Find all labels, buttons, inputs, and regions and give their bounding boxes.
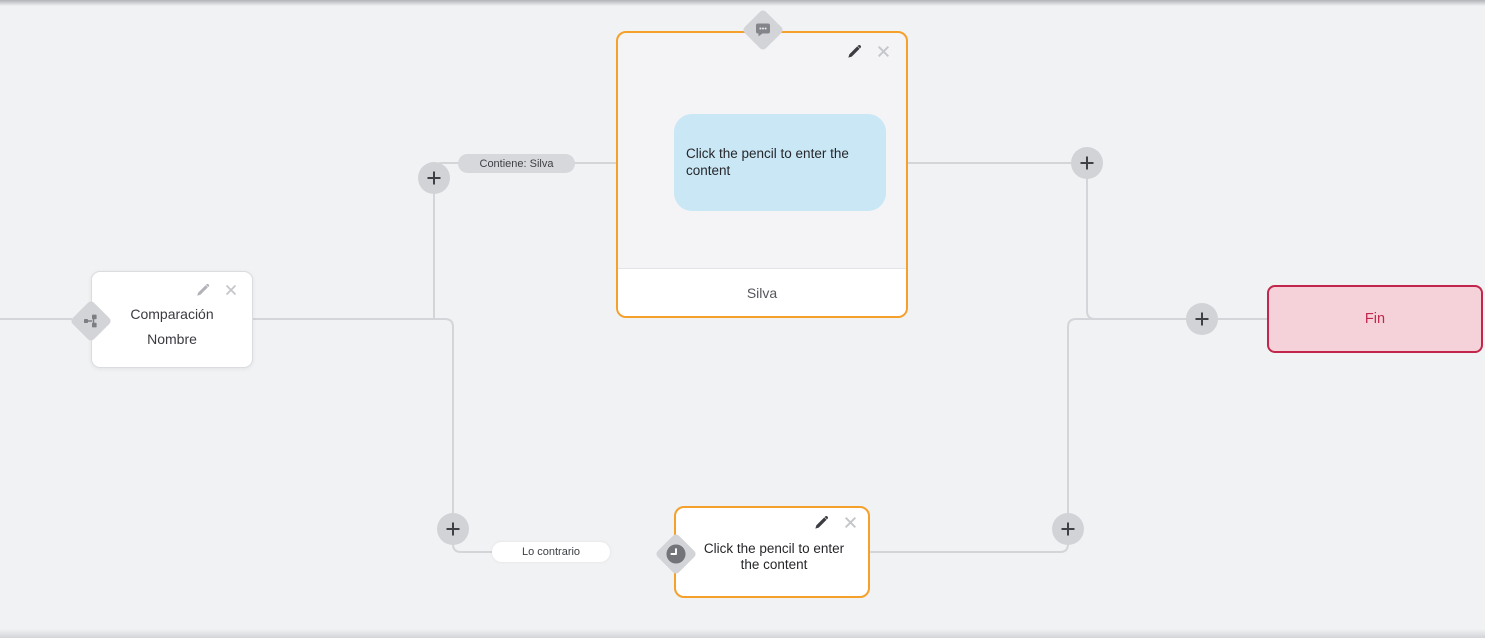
delete-button[interactable] <box>876 44 892 60</box>
plus-icon <box>427 171 441 185</box>
add-node-button-message-out[interactable] <box>1071 147 1103 179</box>
add-node-button-wait-out[interactable] <box>1052 513 1084 545</box>
add-node-button-before-end[interactable] <box>1186 303 1218 335</box>
condition-title: Comparación <box>130 306 214 322</box>
delete-button[interactable] <box>224 283 240 299</box>
edge-condition-to-contains <box>433 162 616 319</box>
condition-variable: Nombre <box>147 331 197 347</box>
message-node-badge <box>741 8 785 52</box>
pencil-icon <box>815 516 828 529</box>
end-node-label: Fin <box>1364 311 1386 327</box>
edge-label-contains: Contiene: Silva <box>458 154 575 173</box>
add-node-button-otherwise[interactable] <box>437 513 469 545</box>
delete-button[interactable] <box>842 515 858 531</box>
plus-icon <box>1195 312 1209 326</box>
wait-node-badge <box>654 532 698 576</box>
chat-dots-icon <box>755 23 771 38</box>
message-footer-text: Silva <box>746 284 778 301</box>
plus-icon <box>1061 522 1075 536</box>
edge-label-otherwise-text: Lo contrario <box>521 546 581 558</box>
plus-icon <box>446 522 460 536</box>
message-bubble-text: Click the pencil to enter the content <box>686 146 849 178</box>
branch-icon <box>83 313 99 329</box>
condition-node[interactable]: Comparación Nombre <box>69 271 253 368</box>
message-node[interactable]: Click the pencil to enter the content Si… <box>616 8 908 318</box>
edge-wait-to-end <box>870 318 1267 553</box>
clock-icon <box>666 544 687 565</box>
close-icon <box>225 284 237 296</box>
add-node-button-contains[interactable] <box>418 162 450 194</box>
end-node[interactable]: Fin <box>1267 285 1483 353</box>
edge-label-otherwise: Lo contrario <box>492 542 610 562</box>
message-footer: Silva <box>618 268 906 316</box>
condition-node-badge <box>69 299 113 343</box>
pencil-icon <box>197 283 210 296</box>
edge-label-contains-text: Contiene: Silva <box>479 157 554 170</box>
edit-button[interactable] <box>846 43 862 59</box>
close-icon <box>877 45 890 58</box>
message-bubble: Click the pencil to enter the content <box>674 114 886 211</box>
edit-button[interactable] <box>195 282 211 298</box>
close-icon <box>844 516 856 529</box>
edge-message-out <box>908 162 1096 320</box>
edge-condition-to-otherwise <box>253 318 494 553</box>
wait-body-text: Click the pencil to enter the content <box>703 540 845 572</box>
plus-icon <box>1080 156 1094 170</box>
wait-node[interactable]: Click the pencil to enter the content <box>654 506 870 598</box>
pencil-icon <box>848 45 861 58</box>
edit-button[interactable] <box>813 514 829 530</box>
